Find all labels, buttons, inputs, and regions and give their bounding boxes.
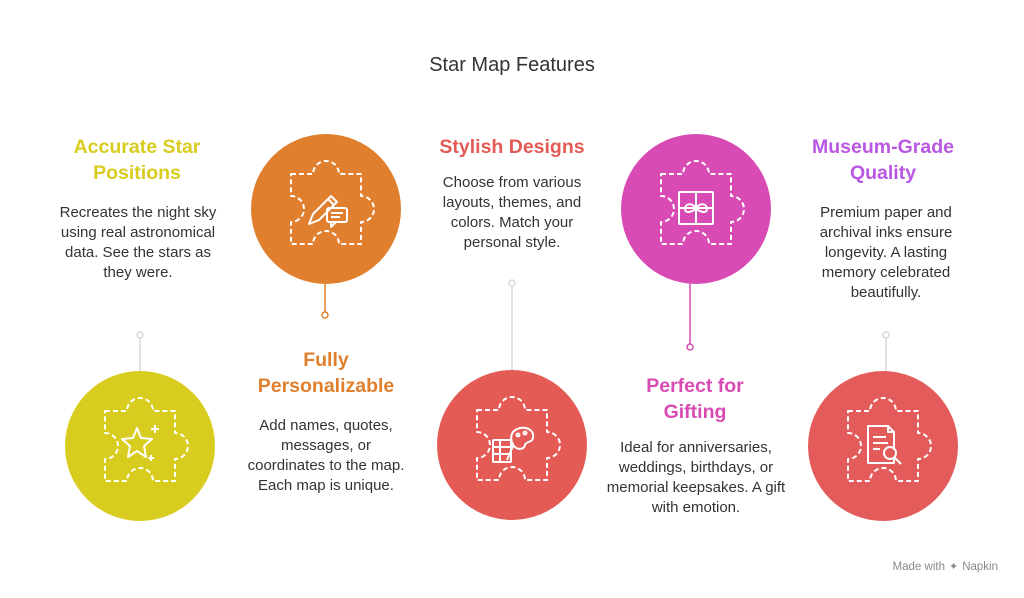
feature-desc-perfect-for-gifting: Ideal for anniversaries, weddings, birth… xyxy=(606,439,786,516)
gift-box-icon xyxy=(678,191,714,225)
napkin-logo-icon: ✦ xyxy=(948,561,959,573)
connector-feature-3 xyxy=(508,279,516,380)
feature-desc-fully-personalizable: Add names, quotes, messages, or coordina… xyxy=(247,417,405,494)
feature-title-accurate-star-positions: Accurate Star Positions xyxy=(73,136,201,184)
feature-circle-accurate-star-positions xyxy=(65,371,215,521)
feature-title-museum-grade-quality: Museum-Grade Quality xyxy=(812,136,954,184)
feature-circle-museum-grade-quality xyxy=(808,371,958,521)
sparkle-stars-icon xyxy=(121,425,159,461)
feature-title-perfect-for-gifting: Perfect for Gifting xyxy=(646,375,744,423)
page-title: Star Map Features xyxy=(429,54,595,76)
feature-desc-museum-grade-quality: Premium paper and archival inks ensure l… xyxy=(819,204,953,301)
feature-circle-stylish-designs xyxy=(437,370,587,520)
document-search-icon xyxy=(867,425,902,465)
feature-title-fully-personalizable: Fully Personalizable xyxy=(257,349,395,397)
palette-swatch-icon xyxy=(492,426,535,463)
feature-title-stylish-designs: Stylish Designs xyxy=(439,136,585,158)
feature-circle-fully-personalizable xyxy=(251,134,401,284)
feature-desc-accurate-star-positions: Recreates the night sky using real astro… xyxy=(59,204,217,281)
made-with-napkin-footer: Made with ✦ Napkin xyxy=(892,560,998,574)
feature-desc-stylish-designs: Choose from various layouts, themes, and… xyxy=(442,174,582,251)
napkin-brand-label: Napkin xyxy=(962,560,998,573)
pencil-message-icon xyxy=(308,195,348,228)
made-with-label: Made with xyxy=(892,560,945,573)
feature-circle-perfect-for-gifting xyxy=(621,134,771,284)
